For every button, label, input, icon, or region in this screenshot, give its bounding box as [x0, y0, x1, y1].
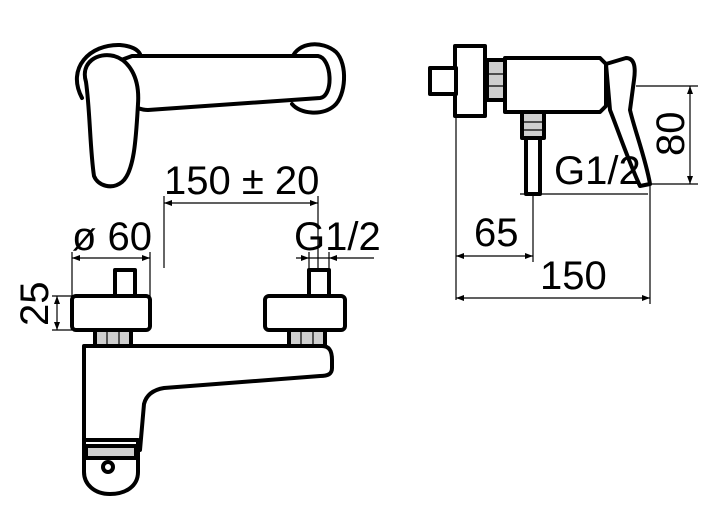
side-nut	[485, 58, 507, 102]
dim-thread-front-label: G1/2	[294, 215, 381, 259]
dim-total-depth-label: 150	[540, 254, 607, 298]
top-view-handle	[82, 53, 141, 189]
side-outlet-pipe	[524, 136, 542, 196]
side-view: 80 G1/2 65 150	[428, 44, 698, 304]
front-outlet-band	[84, 444, 138, 460]
side-body	[503, 56, 608, 114]
front-body	[82, 344, 334, 452]
side-back-stub	[428, 66, 458, 96]
front-right-pipe	[307, 268, 331, 300]
dim-eccentric-height-label: 25	[13, 282, 57, 327]
front-right-nut	[287, 328, 327, 348]
side-escutcheon	[453, 44, 487, 118]
front-left-eccentric	[70, 294, 152, 332]
dim-eccentric-diameter-label: ø 60	[72, 215, 152, 259]
front-left-nut	[93, 328, 133, 348]
side-outlet-nut	[520, 110, 546, 140]
dim-wall-to-outlet-label: 65	[474, 211, 519, 255]
side-handle	[604, 56, 652, 188]
dim-spacing-label: 150 ± 20	[164, 159, 319, 203]
dim-thread-side-label: G1/2	[554, 149, 641, 193]
front-left-pipe	[113, 268, 137, 300]
front-outlet-screw	[101, 460, 115, 474]
front-view: 150 ± 20 ø 60 G1/2 25	[13, 159, 381, 496]
dim-body-height-label: 80	[649, 112, 693, 157]
top-view	[74, 42, 347, 189]
front-right-eccentric	[263, 294, 347, 332]
